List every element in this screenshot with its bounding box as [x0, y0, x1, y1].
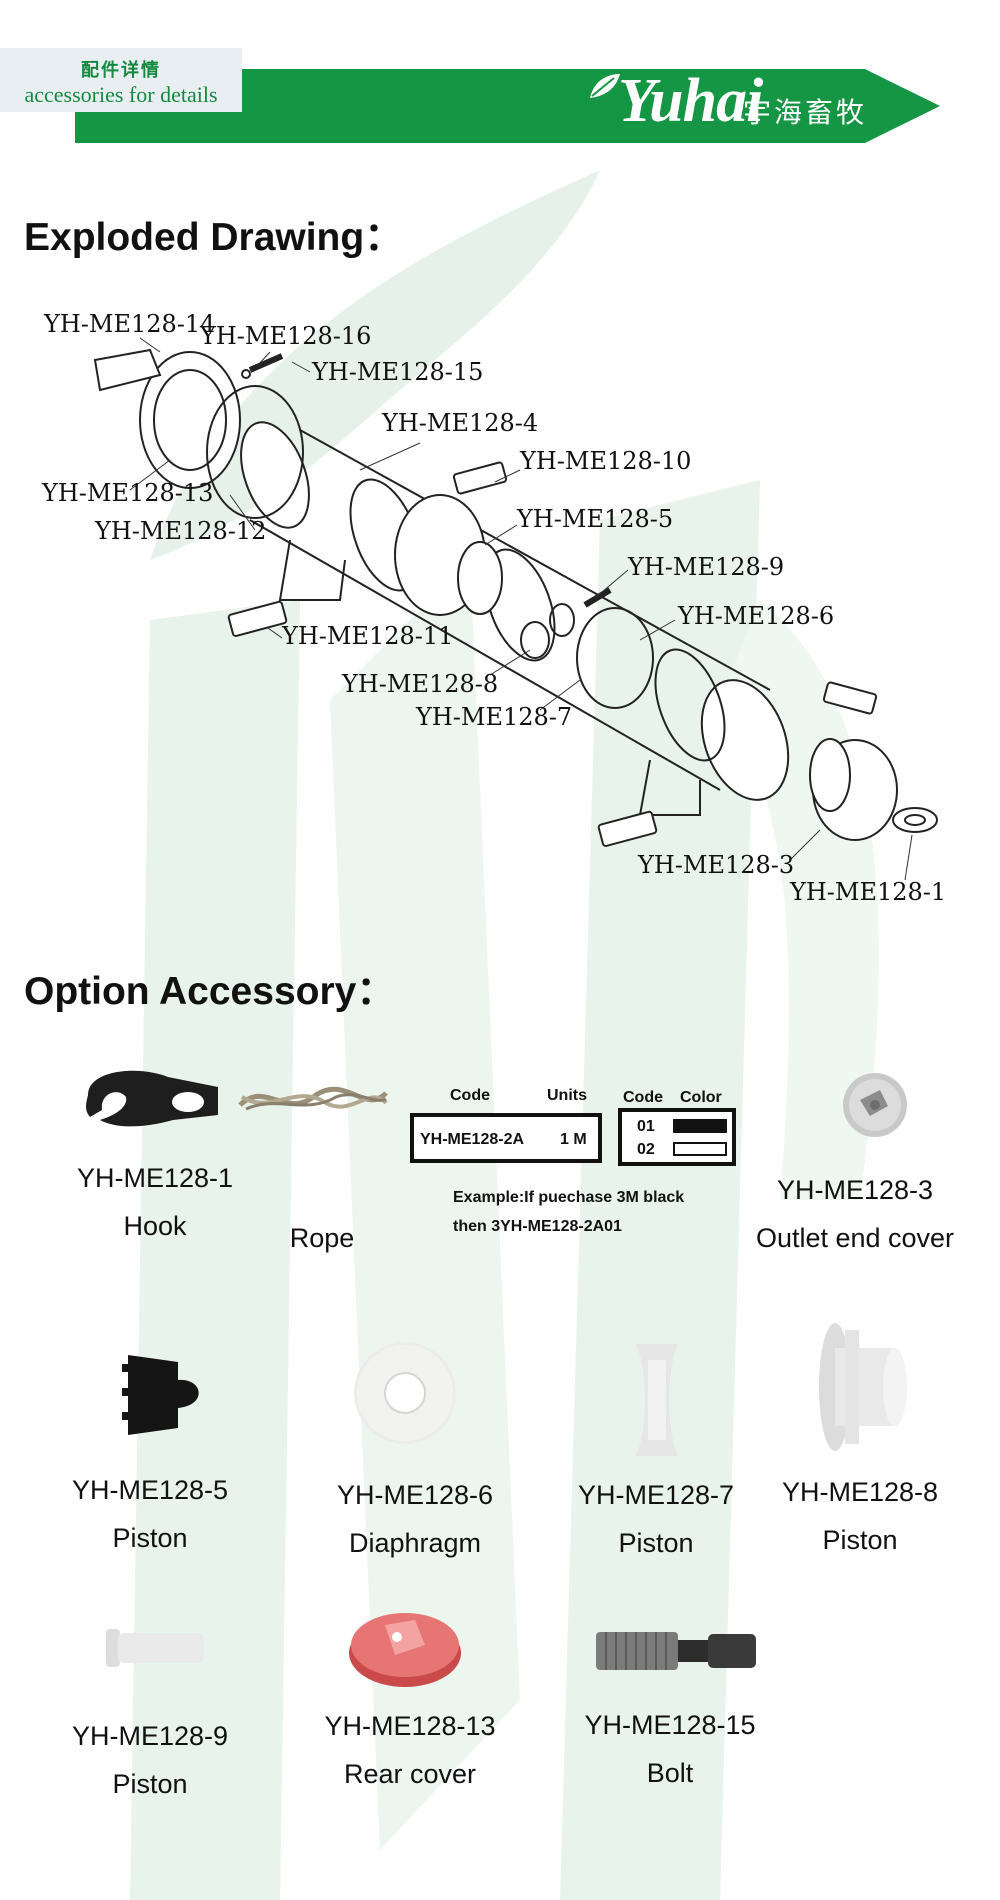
code2-column-header: Code [623, 1089, 663, 1106]
accessory-bolt: YH-ME128-15 Bolt [555, 1710, 785, 1789]
exploded-drawing-diagram [93, 337, 938, 881]
callout-11: YH-ME128-11 [282, 622, 454, 650]
code-column-header: Code [450, 1087, 490, 1104]
accessory-outlet-end-cover: YH-ME128-3 Outlet end cover [735, 1175, 975, 1254]
accessory-code: YH-ME128-13 [324, 1711, 496, 1741]
leaf-icon [590, 74, 620, 98]
piston-7-icon [636, 1344, 678, 1456]
callout-1: YH-ME128-1 [790, 878, 947, 906]
callout-9: YH-ME128-9 [628, 553, 785, 581]
accessory-code: YH-ME128-5 [71, 1475, 229, 1505]
header-banner [75, 69, 940, 143]
accessory-name: Rear cover [343, 1759, 477, 1789]
brand-logo-chinese: 宇海畜牧 [743, 96, 868, 129]
callout-15: YH-ME128-15 [312, 358, 484, 386]
accessory-name: Bolt [646, 1758, 694, 1788]
example-line-1: Example:If puechase 3M black [453, 1189, 685, 1206]
accessory-name: Piston [112, 1769, 188, 1799]
example-line-2: then 3YH-ME128-2A01 [453, 1218, 622, 1235]
color-code-02: 02 [637, 1141, 655, 1158]
callout-8: YH-ME128-8 [342, 670, 499, 698]
piston-8-icon [819, 1323, 907, 1451]
hook-icon [86, 1070, 218, 1127]
tag-chinese: 配件详情 [81, 60, 161, 81]
piston-5-icon [122, 1355, 199, 1435]
accessory-name: Piston [112, 1523, 188, 1553]
accessory-code: YH-ME128-6 [336, 1480, 494, 1510]
option-accessory-heading: Option Accessory： [24, 970, 396, 1013]
callout-14: YH-ME128-14 [44, 310, 216, 338]
callout-3: YH-ME128-3 [638, 851, 795, 879]
bolt-icon [596, 1632, 756, 1670]
callout-4: YH-ME128-4 [382, 409, 539, 437]
tag-english: accessories for details [24, 82, 218, 107]
end-cover-icon [843, 1073, 907, 1137]
accessory-name: Hook [123, 1211, 187, 1241]
white-swatch [673, 1142, 727, 1156]
callout-16: YH-ME128-16 [200, 322, 372, 350]
units-value: 1 M [560, 1131, 587, 1148]
callout-10: YH-ME128-10 [520, 447, 692, 475]
accessory-name: Piston [618, 1528, 694, 1558]
accessory-name: Piston [822, 1525, 898, 1555]
accessory-code: YH-ME128-1 [76, 1163, 234, 1193]
black-swatch [673, 1119, 727, 1133]
accessory-rope: Rope [232, 1223, 412, 1254]
accessory-piston-7: YH-ME128-7 Piston [556, 1480, 756, 1559]
brand-logo: Yuhai [618, 67, 763, 135]
callout-6: YH-ME128-6 [678, 602, 835, 630]
accessory-diaphragm: YH-ME128-6 Diaphragm [315, 1480, 515, 1559]
color-code-01: 01 [637, 1118, 655, 1135]
callout-12: YH-ME128-12 [95, 517, 267, 545]
accessory-name: Diaphragm [348, 1528, 482, 1558]
accessory-name: Rope [289, 1223, 355, 1253]
callout-7: YH-ME128-7 [416, 703, 573, 731]
accessory-code: YH-ME128-3 [776, 1175, 934, 1205]
accessory-code: YH-ME128-9 [71, 1721, 229, 1751]
accessories-tag: 配件详情 accessories for details [0, 48, 242, 112]
callout-5: YH-ME128-5 [517, 505, 674, 533]
accessory-code: YH-ME128-8 [781, 1477, 939, 1507]
exploded-drawing-heading: Exploded Drawing： [24, 216, 404, 259]
code-color-box [618, 1108, 736, 1166]
rope-icon [238, 1086, 388, 1111]
accessory-piston-8: YH-ME128-8 Piston [760, 1477, 960, 1556]
accessory-code: YH-ME128-7 [577, 1480, 735, 1510]
accessory-piston-5: YH-ME128-5 Piston [50, 1475, 250, 1554]
code-value: YH-ME128-2A [420, 1131, 525, 1148]
diaphragm-icon [354, 1342, 456, 1444]
code-units-box: YH-ME128-2A 1 M [410, 1113, 602, 1163]
piston-9-icon [106, 1629, 204, 1667]
accessory-hook: YH-ME128-1 Hook [55, 1163, 255, 1242]
accessory-name: Outlet end cover [755, 1223, 955, 1253]
units-column-header: Units [547, 1087, 587, 1104]
rear-cover-icon [349, 1613, 461, 1687]
accessory-rear-cover: YH-ME128-13 Rear cover [300, 1711, 520, 1790]
color-column-header: Color [680, 1089, 722, 1106]
accessory-code: YH-ME128-15 [584, 1710, 756, 1740]
callout-13: YH-ME128-13 [42, 479, 214, 507]
accessory-piston-9: YH-ME128-9 Piston [50, 1721, 250, 1800]
